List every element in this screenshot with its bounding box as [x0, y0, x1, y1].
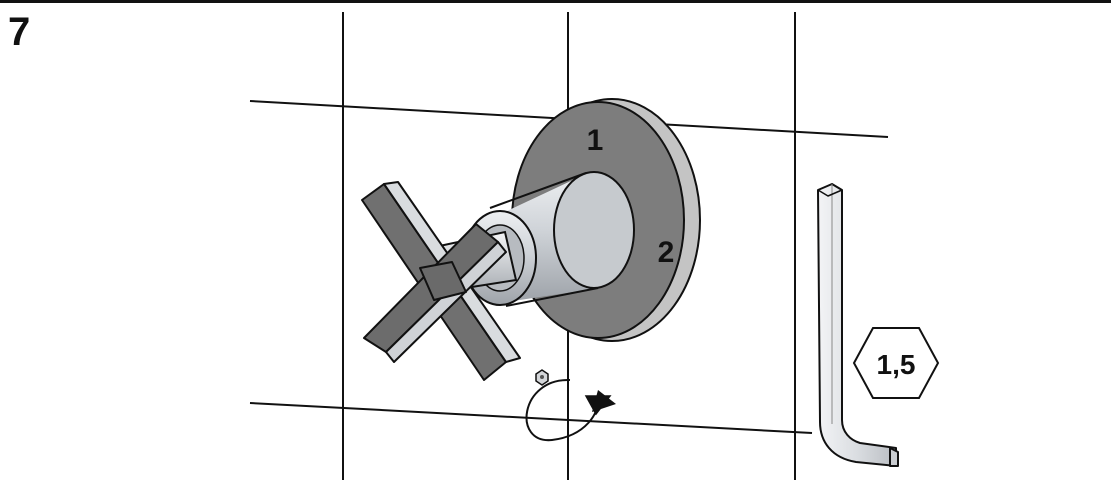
allen-key-icon [817, 183, 899, 467]
rotate-arrow-icon [525, 378, 616, 442]
step-number: 7 [8, 10, 31, 54]
position-1-label: 1 [587, 124, 604, 157]
valve-icon: 1 2 [361, 98, 701, 381]
position-2-label: 2 [658, 236, 675, 269]
grub-screw-icon [535, 369, 549, 386]
cross-handle [361, 181, 521, 381]
hex-size-badge: 1,5 [852, 327, 940, 399]
allen-key-size-label: 1,5 [877, 349, 916, 380]
hexagon-icon [852, 327, 940, 399]
